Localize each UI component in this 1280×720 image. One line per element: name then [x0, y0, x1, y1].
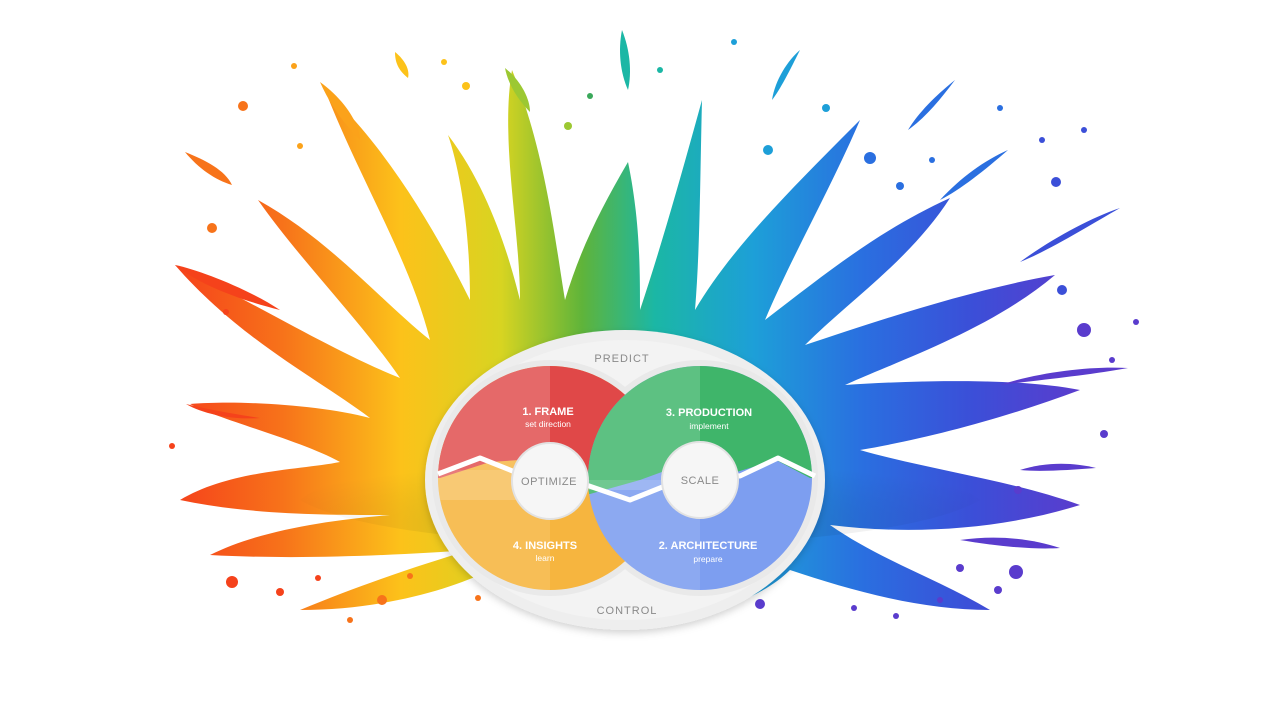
frame-subtitle: set direction [525, 419, 571, 429]
splash-droplets [169, 39, 1139, 623]
control-label: CONTROL [597, 605, 658, 617]
production-title: 3. PRODUCTION [666, 407, 752, 419]
splash-streaks [175, 30, 1128, 549]
wave-divider [437, 455, 817, 503]
insights-subtitle: learn [536, 553, 555, 563]
scale-label: SCALE [681, 475, 720, 487]
frame-title: 1. FRAME [522, 406, 573, 418]
production-subtitle: implement [689, 421, 729, 431]
segment-production [588, 366, 812, 494]
architecture-title: 2. ARCHITECTURE [659, 540, 758, 552]
predict-label: PREDICT [594, 353, 649, 365]
optimize-label: OPTIMIZE [521, 476, 577, 488]
scale-hub [661, 441, 739, 519]
optimize-hub [511, 442, 589, 520]
architecture-subtitle: prepare [693, 554, 723, 564]
insights-title: 4. INSIGHTS [513, 540, 577, 552]
